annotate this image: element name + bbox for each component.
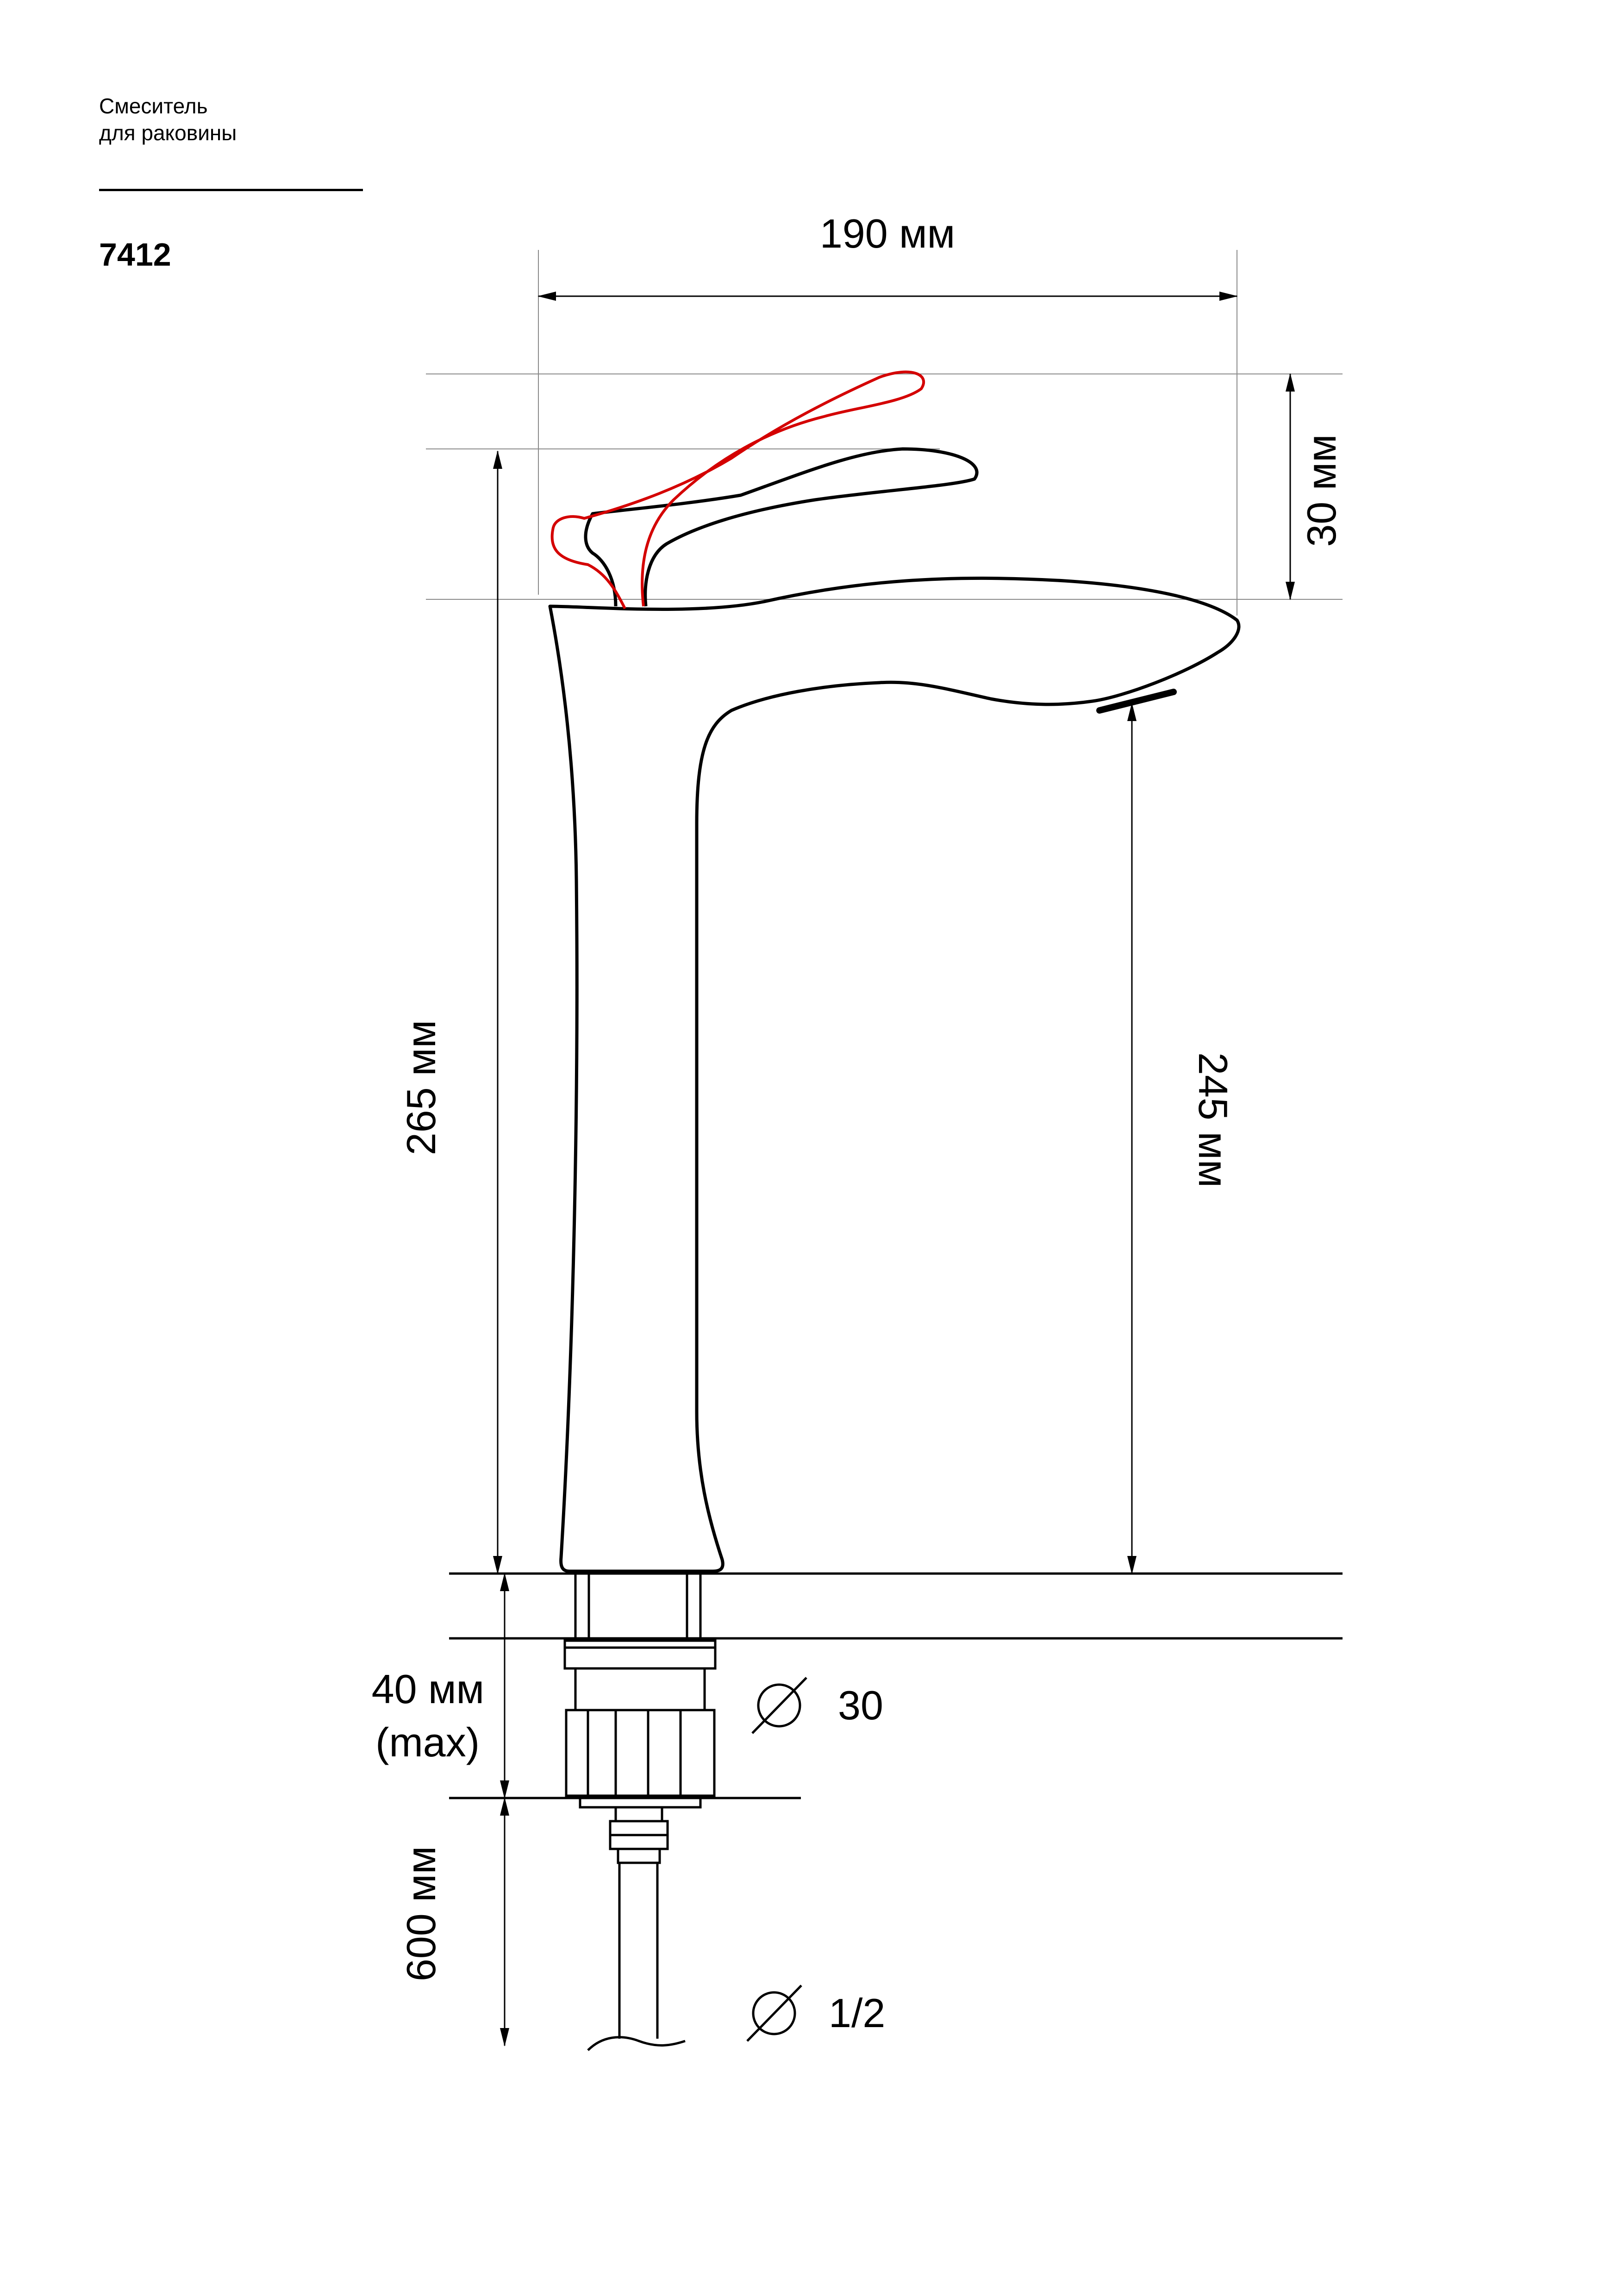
countertop bbox=[449, 1572, 1343, 1799]
title-block: Смеситель для раковины bbox=[99, 93, 237, 146]
diameter-icon bbox=[751, 1677, 807, 1734]
model-number: 7412 bbox=[99, 236, 171, 273]
aerator bbox=[1096, 689, 1177, 714]
mounting-shank bbox=[563, 1572, 717, 1809]
extension-lines bbox=[426, 250, 1343, 616]
hose-length-label: 600 мм bbox=[398, 1846, 444, 1981]
spout-height-dimension: 245 мм bbox=[1127, 703, 1236, 1574]
width-dimension: 190 мм bbox=[537, 211, 1238, 301]
flexible-hose bbox=[587, 1806, 686, 2051]
spout-height-label: 245 мм bbox=[1190, 1052, 1236, 1188]
mount-thickness-max-label: (max) bbox=[375, 1719, 480, 1765]
hole-diameter-callout: 30 bbox=[751, 1677, 883, 1734]
hose-thread-label: 1/2 bbox=[829, 1990, 885, 2036]
hose-thread-callout: 1/2 bbox=[746, 1985, 885, 2042]
total-height-label: 265 мм bbox=[398, 1020, 444, 1155]
mount-thickness-dimension: 40 мм (max) bbox=[372, 1573, 509, 1799]
diameter-icon bbox=[746, 1985, 802, 2042]
lever-raised bbox=[550, 370, 925, 610]
lever-closed bbox=[584, 447, 979, 607]
width-label: 190 мм bbox=[820, 211, 955, 256]
title-underline bbox=[99, 189, 363, 191]
total-height-dimension: 265 мм bbox=[398, 450, 502, 1574]
lever-raise-label: 30 мм bbox=[1299, 434, 1344, 547]
lever-raise-dimension: 30 мм bbox=[1286, 373, 1344, 600]
hole-diameter-label: 30 bbox=[838, 1682, 883, 1728]
product-category: Смеситель для раковины bbox=[99, 94, 237, 145]
hose-length-dimension: 600 мм bbox=[398, 1797, 509, 2047]
mount-thickness-label: 40 мм bbox=[372, 1666, 484, 1712]
faucet-body bbox=[548, 576, 1241, 1573]
